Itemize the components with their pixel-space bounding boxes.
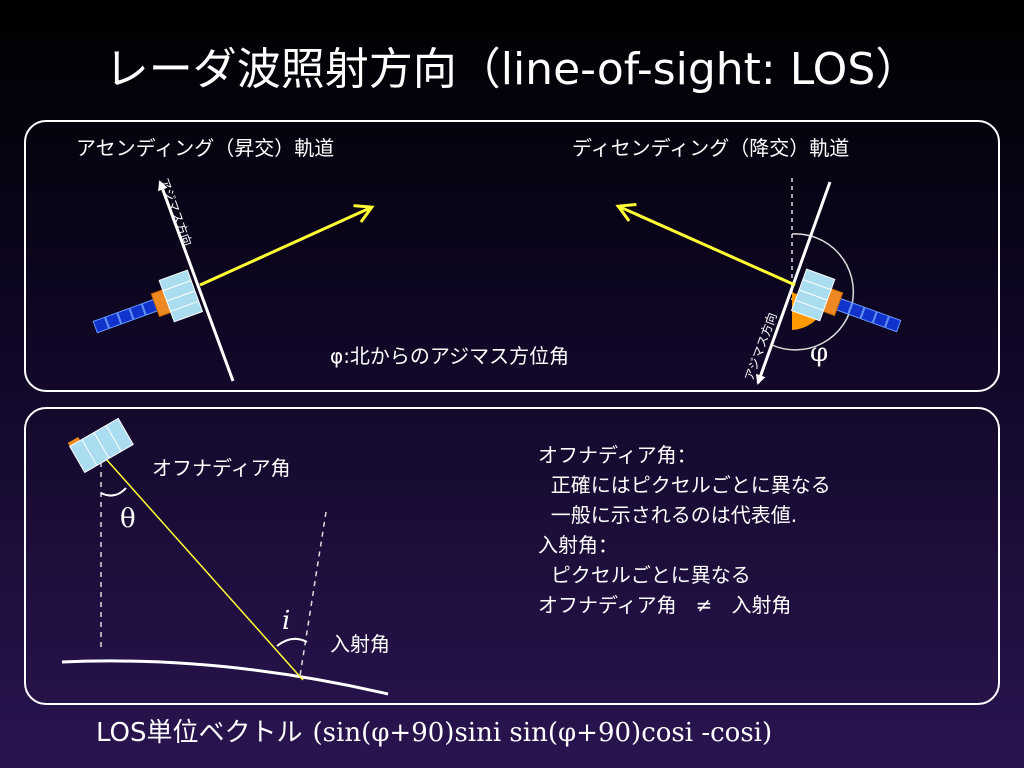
note-line: オフナディア角： [538,443,697,467]
ascending-orbit-label: アセンディング（昇交）軌道 [76,136,335,160]
ascending-satellite-icon [92,269,204,334]
descending-orbit-label: ディセンディング（降交）軌道 [572,136,850,160]
los-vector-label: LOS単位ベクトル [96,718,303,748]
los-ray-line [105,458,304,681]
note-line: 入射角： [538,533,618,557]
note-line: オフナディア角 ≠ 入射角 [538,593,792,617]
page-title: レーダ波照射方向（line-of-sight: LOS） [104,44,920,95]
los-vector-formula: (sin(φ+90)sini sin(φ+90)cosi -cosi) [312,718,773,748]
ascending-azimuth-arrow [158,180,235,382]
descending-solar-array [835,297,902,333]
orbit-panel [24,120,1000,392]
angle-panel [24,407,1000,705]
theta-arc [100,487,127,497]
descending-los-arrow [615,202,796,287]
ground-surface-line [61,659,389,696]
theta-symbol: θ [120,504,136,534]
descending-phi-arc [771,233,855,351]
incidence-geometry-diagram [61,417,389,696]
phi-symbol: φ [810,338,829,368]
ascending-los-arrow [199,204,375,287]
incidence-symbol: i [282,606,291,636]
phi-caption: φ:北からのアジマス方位角 [330,344,570,368]
incidence-arc [276,637,308,647]
note-line: 正確にはピクセルごとに異なる [538,473,831,497]
angle-notes: オフナディア角： 正確にはピクセルごとに異なる 一般に示されるのは代表値. 入射… [538,440,831,620]
incidence-angle-label: 入射角 [330,632,390,656]
offnadir-angle-label: オフナディア角 [152,456,291,480]
descending-azimuth-arrow [755,181,832,385]
note-line: ピクセルごとに異なる [538,563,751,587]
descending-orbit-diagram [615,178,902,385]
note-line: 一般に示されるのは代表値. [538,503,798,527]
bottom-satellite-icon [67,417,134,474]
ascending-solar-array [92,298,159,334]
los-vector-footer: LOS単位ベクトル (sin(φ+90)sini sin(φ+90)cosi -c… [96,716,772,750]
ascending-orbit-diagram [92,180,375,382]
descending-satellite-icon [790,268,902,333]
surface-normal-dashed-line [299,511,327,677]
